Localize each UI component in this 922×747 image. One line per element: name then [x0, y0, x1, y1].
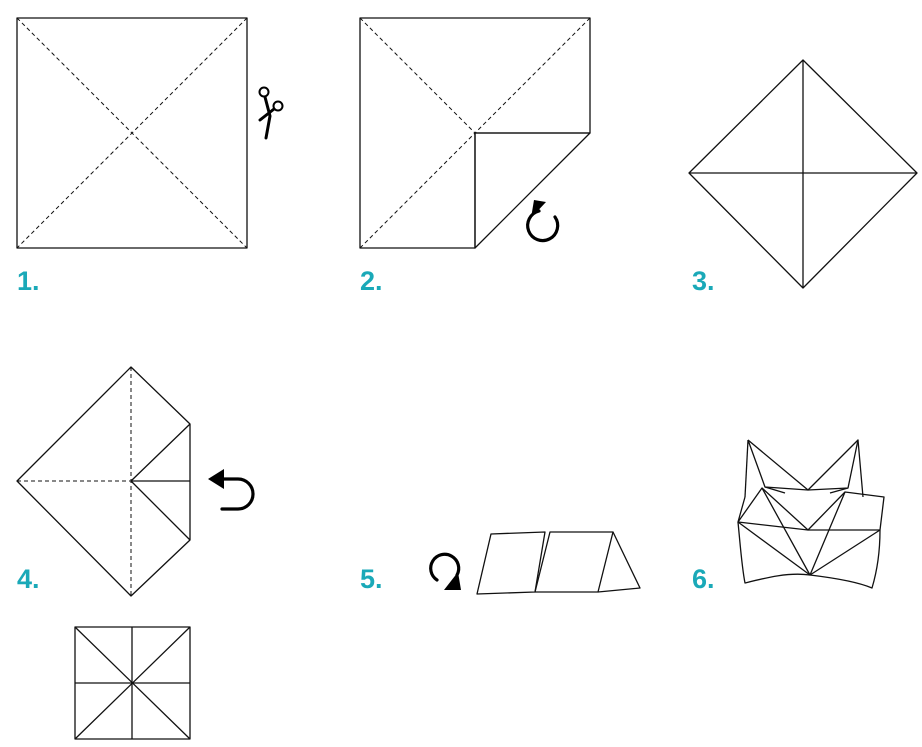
step-6-fortune-teller [738, 440, 884, 588]
step-3-diamond [689, 60, 917, 288]
step-5-folded-strip [477, 532, 640, 594]
scissors-icon [260, 88, 283, 139]
step-3-label: 3. [692, 268, 715, 295]
fold-back-arrow-icon [208, 469, 253, 509]
step-2-label: 2. [360, 268, 383, 295]
step-2-folded-corner [360, 18, 590, 248]
step-5-label: 5. [360, 566, 383, 593]
turn-over-arrow-icon [431, 554, 461, 590]
step-1-square-paper [17, 18, 247, 248]
folded-square-result [75, 627, 190, 739]
step-6-label: 6. [692, 566, 715, 593]
step-4-folded-shape [17, 367, 190, 596]
step-1-label: 1. [17, 268, 40, 295]
rotate-arrow-icon [528, 200, 558, 241]
step-4-label: 4. [17, 566, 40, 593]
